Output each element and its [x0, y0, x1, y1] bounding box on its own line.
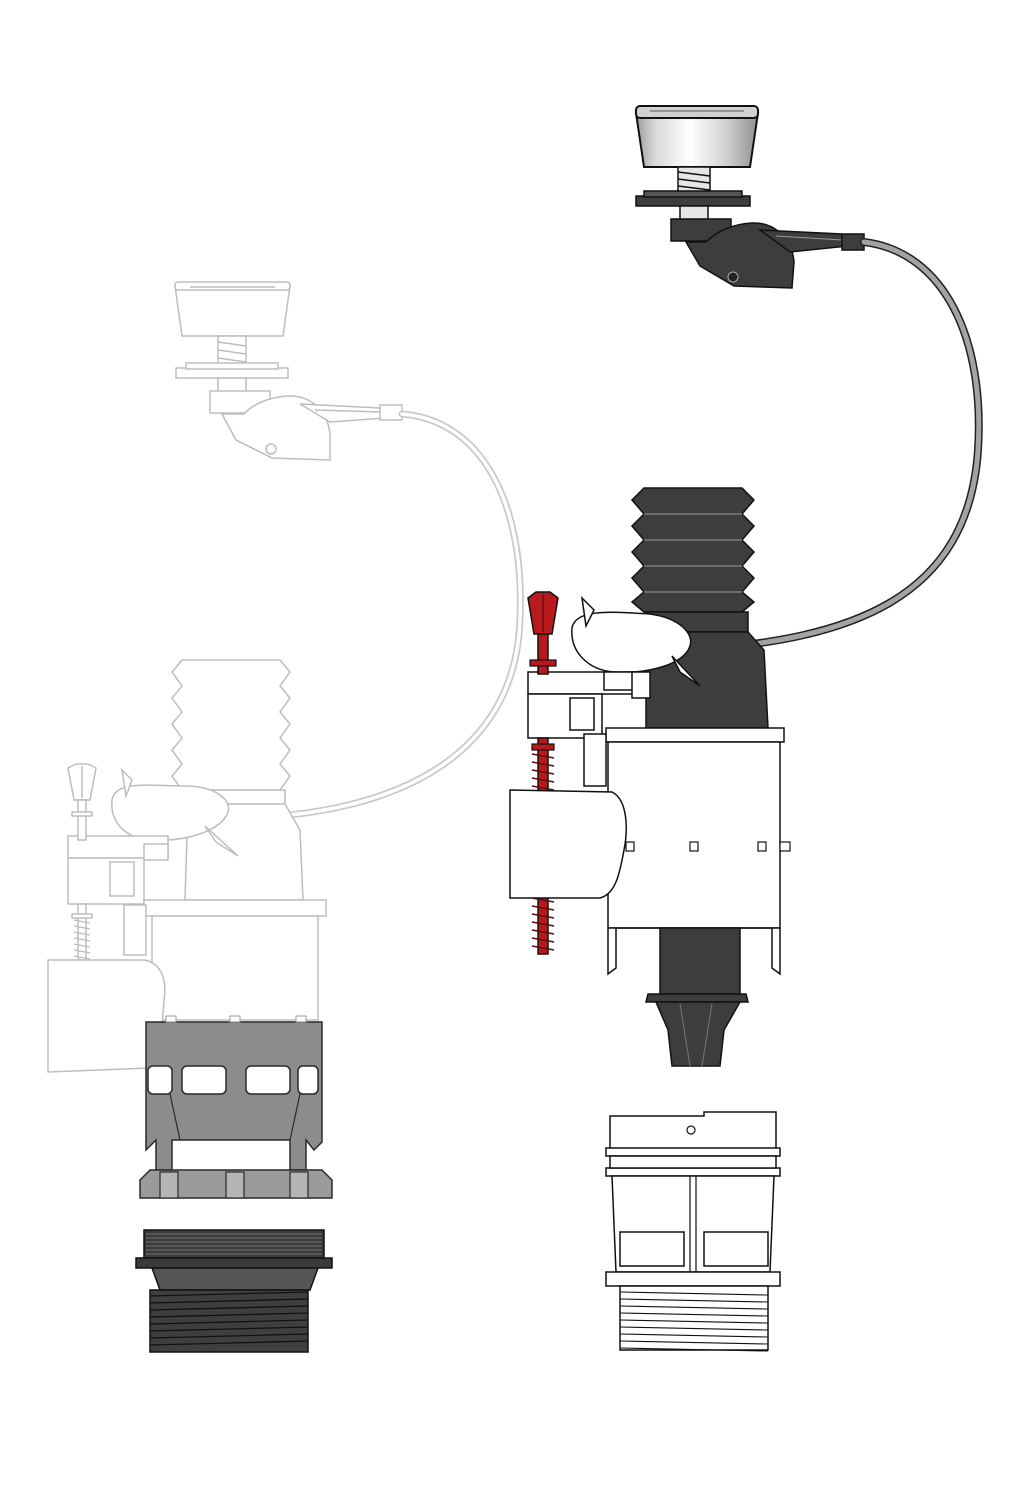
right-valve-body [509, 727, 791, 976]
right-threaded-adapter [605, 1111, 781, 1352]
right-seal [645, 927, 749, 1067]
left-cable-actuator [209, 390, 403, 461]
left-adjustment-screw [67, 763, 97, 961]
right-bellows [630, 487, 769, 729]
right-float-lever [527, 595, 701, 739]
left-valve-body [47, 899, 327, 1073]
left-threaded-nut [135, 1229, 333, 1353]
right-assembly [509, 105, 983, 1352]
left-locking-ring [139, 1169, 333, 1199]
left-button-gasket [175, 362, 289, 393]
right-adjustment-screw [527, 591, 559, 955]
left-cage [145, 1015, 323, 1171]
left-float-lever [67, 767, 239, 905]
right-push-button [634, 105, 760, 194]
right-cable-actuator [670, 218, 865, 289]
left-assembly [47, 281, 524, 1353]
right-button-gasket [635, 190, 751, 221]
left-bellows [171, 659, 304, 901]
left-push-button [174, 281, 291, 369]
